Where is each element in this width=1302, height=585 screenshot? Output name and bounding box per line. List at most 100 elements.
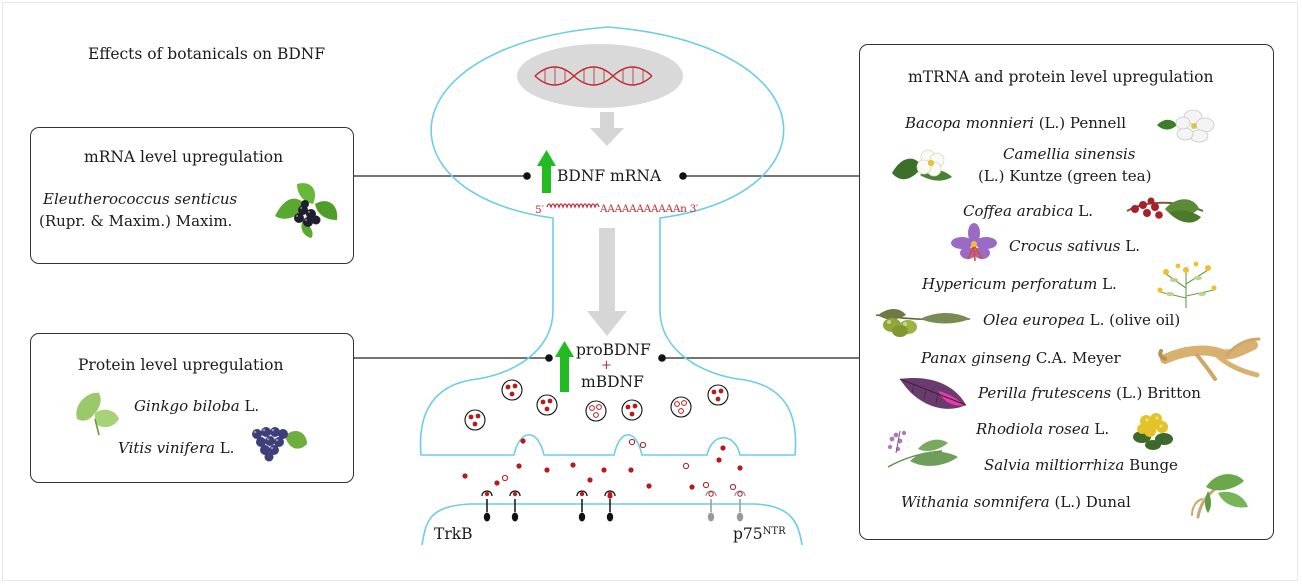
coffee-cherries-icon: [1126, 197, 1204, 223]
ginseng-root-icon: [1158, 337, 1261, 381]
plant-perilla-authority: (L.) Britton: [1111, 384, 1201, 402]
plant-coffea: Coffea arabica L.: [963, 201, 1093, 221]
plant-withania-authority: (L.) Dunal: [1049, 493, 1131, 511]
plant-olea-name: Olea europea: [983, 311, 1085, 329]
protein-level-box: Protein level upregulation Ginkgo biloba…: [30, 333, 354, 483]
nucleus: [517, 44, 683, 108]
vesicle-cargo-solid: [468, 383, 724, 427]
mrna-five-prime-label: 5′: [535, 204, 545, 216]
protein-connector-dot-left: [545, 354, 553, 362]
dna-strand-1: [534, 66, 653, 86]
plant-olea-authority: L. (olive oil): [1084, 311, 1181, 329]
plant-panax-name: Panax ginseng: [921, 349, 1032, 367]
protein-box-title: Protein level upregulation: [78, 356, 284, 374]
plant-ginkgo-authority: L.: [239, 397, 260, 415]
p75ntr-label: p75NTR: [733, 524, 786, 544]
plant-ginkgo: Ginkgo biloba L.: [134, 396, 259, 416]
postsynaptic-membrane: [421, 503, 803, 546]
plant-salvia-name: Salvia miltiorrhiza: [984, 456, 1125, 474]
perilla-leaf-icon: [899, 378, 967, 409]
protein-connector-dot-right: [658, 354, 666, 362]
eleutherococcus-berries-icon: [275, 183, 338, 238]
vesicle-cargo-hollow: [589, 400, 687, 418]
mrna-wave: [546, 203, 600, 209]
plant-rhodiola-name: Rhodiola rosea: [976, 420, 1090, 438]
gray-arrow-transcription: [590, 112, 624, 146]
vesicle-1: [501, 379, 523, 401]
trkb-receptor-3: [576, 490, 588, 522]
plant-hypericum: Hypericum perforatum L.: [922, 274, 1117, 294]
plant-withania: Withania somnifera (L.) Dunal: [901, 492, 1131, 512]
plant-eleutherococcus: Eleutherococcus senticus: [43, 190, 238, 208]
probdnf-label: proBDNF: [576, 341, 651, 359]
rhodiola-flower-icon: [1133, 413, 1173, 450]
mrna-and-protein-level-box: mTRNA and protein level upregulation Bac…: [859, 44, 1274, 540]
mrna-poly-a-label: AAAAAAAAAAAn 3′: [600, 203, 699, 215]
withania-plant-icon: [1191, 474, 1248, 519]
dna-rungs: [544, 68, 644, 84]
plant-perilla-name: Perilla frutescens: [978, 384, 1112, 402]
plant-crocus-name: Crocus sativus: [1009, 237, 1121, 255]
plant-withania-name: Withania somnifera: [901, 493, 1050, 511]
cleft-bdnf-solid: [462, 438, 743, 499]
plant-hypericum-name: Hypericum perforatum: [922, 275, 1098, 293]
plant-camellia-authority: (L.) Kuntze (green tea): [978, 167, 1152, 185]
plant-coffea-name: Coffea arabica: [963, 202, 1074, 220]
hypericum-plant-icon: [1157, 261, 1217, 308]
olive-branch-icon: [875, 309, 971, 337]
p75-text: p75: [733, 525, 763, 543]
trkb-receptors: [481, 490, 616, 522]
trkb-receptor-2: [509, 490, 521, 522]
p75ntr-receptor-2: [734, 490, 746, 522]
vesicle-7: [707, 384, 729, 406]
trkb-receptor-1: [481, 490, 493, 522]
plant-salvia: Salvia miltiorrhiza Bunge: [984, 455, 1178, 475]
neuron-membrane: [419, 26, 797, 456]
plant-perilla: Perilla frutescens (L.) Britton: [978, 383, 1201, 403]
dna-strand-2: [534, 66, 653, 86]
mrna-connector-dot-right: [679, 172, 687, 180]
gray-arrow-translation: [587, 228, 627, 336]
vesicle-4: [585, 400, 607, 422]
mrna-box-title: mRNA level upregulation: [84, 148, 284, 166]
vesicle-5: [621, 399, 643, 421]
plant-bacopa-authority: (L.) Pennell: [1033, 114, 1126, 132]
crocus-flower-icon: [951, 223, 997, 262]
p75ntr-receptor-1: [705, 490, 717, 522]
plant-hypericum-authority: L.: [1097, 275, 1117, 293]
cleft-probdnf-hollow: [501, 438, 737, 491]
mbdnf-label: mBDNF: [581, 373, 644, 391]
vesicle-2: [464, 409, 486, 431]
plant-ginkgo-name: Ginkgo biloba: [134, 397, 240, 415]
mrna-connector-dot-left: [523, 172, 531, 180]
trkb-label: TrkB: [434, 525, 473, 543]
green-up-arrow-protein: [555, 341, 574, 392]
plant-panax: Panax ginseng C.A. Meyer: [921, 348, 1121, 368]
p75-superscript: NTR: [762, 526, 786, 537]
ginkgo-leaf-icon: [76, 392, 119, 436]
figure-title: Effects of botanicals on BDNF: [88, 45, 326, 63]
plant-coffea-authority: L.: [1073, 202, 1094, 220]
plant-rhodiola-authority: L.: [1089, 420, 1110, 438]
plant-eleutherococcus-authority: (Rupr. & Maxim.) Maxim.: [39, 212, 233, 230]
plant-crocus-authority: L.: [1120, 237, 1141, 255]
both-box-title: mTRNA and protein level upregulation: [908, 68, 1214, 86]
plant-vitis-authority: L.: [214, 439, 235, 457]
bacopa-flower-icon: [1157, 109, 1215, 143]
plant-olea: Olea europea L. (olive oil): [983, 310, 1180, 330]
grapes-icon: [252, 427, 307, 462]
p75ntr-receptors: [705, 490, 746, 522]
mrna-level-box: mRNA level upregulation Eleutherococcus …: [30, 127, 354, 264]
salvia-plant-icon: [887, 430, 958, 468]
vesicle-6: [670, 396, 692, 418]
trkb-receptor-4: [604, 490, 616, 522]
vesicle-3: [536, 394, 558, 416]
green-up-arrow-mrna: [537, 150, 556, 193]
plant-vitis-name: Vitis vinifera: [118, 439, 215, 457]
plant-vitis: Vitis vinifera L.: [118, 438, 234, 458]
plant-camellia-name: Camellia sinensis: [1003, 145, 1136, 163]
plant-crocus: Crocus sativus L.: [1009, 236, 1140, 256]
camellia-flower-icon: [892, 149, 952, 181]
